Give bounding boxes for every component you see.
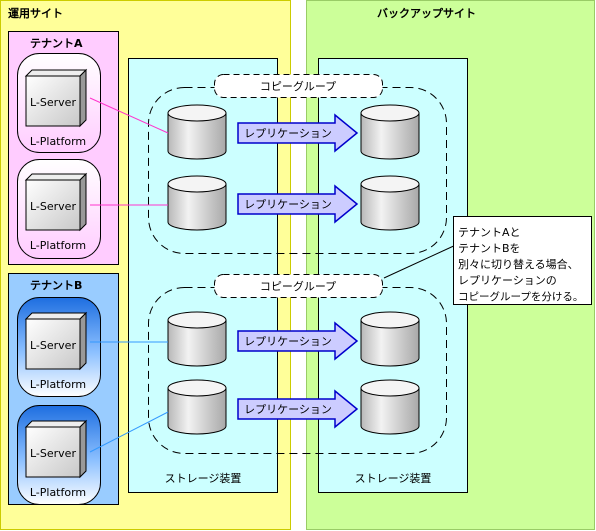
callout-line: テナントBを xyxy=(458,242,521,255)
server-cube-icon xyxy=(24,172,88,232)
server-cube-icon xyxy=(24,419,88,479)
callout-line: コピーグループを分ける。 xyxy=(458,290,583,303)
copy-group-2 xyxy=(148,287,447,454)
primary-site-title: 運用サイト xyxy=(8,7,63,20)
disk-icon xyxy=(167,379,227,435)
platform-label: L-Platform xyxy=(30,378,86,391)
callout-line: レプリケーションの xyxy=(458,274,557,287)
tenant-a-title: テナントA xyxy=(30,37,83,50)
copy-group-2-label-box xyxy=(214,274,383,298)
server-cube-icon xyxy=(24,68,88,128)
replication-arrow xyxy=(237,113,359,153)
replication-label: レプリケーション xyxy=(244,403,332,416)
server-cube-icon xyxy=(24,311,88,371)
disk-icon xyxy=(167,104,227,160)
replication-arrow xyxy=(237,389,359,429)
copy-group-1-label: コピーグループ xyxy=(260,79,336,93)
tenant-b-connection-line xyxy=(89,411,169,453)
replication-arrow xyxy=(237,184,359,224)
disk-icon xyxy=(167,311,227,367)
platform-label: L-Platform xyxy=(30,135,86,148)
disk-icon xyxy=(360,104,420,160)
server-label: L-Server xyxy=(30,96,76,109)
platform-label: L-Platform xyxy=(30,239,86,252)
callout-box xyxy=(453,216,592,305)
disk-icon xyxy=(360,379,420,435)
callout-line: テナントAと xyxy=(458,226,521,239)
platform-label: L-Platform xyxy=(30,486,86,499)
tenant-a-connection-line xyxy=(89,97,169,134)
copy-group-2-label: コピーグループ xyxy=(260,279,336,293)
primary-storage-label: ストレージ装置 xyxy=(165,472,242,485)
disk-icon xyxy=(167,175,227,231)
disk-icon xyxy=(360,175,420,231)
disk-icon xyxy=(360,311,420,367)
server-label: L-Server xyxy=(30,200,76,213)
replication-arrow xyxy=(237,321,359,361)
backup-site-title: バックアップサイト xyxy=(377,6,476,20)
backup-storage-label: ストレージ装置 xyxy=(355,472,432,485)
server-label: L-Server xyxy=(30,339,76,352)
replication-label: レプリケーション xyxy=(244,335,332,348)
callout-line: 別々に切り替える場合、 xyxy=(458,257,579,271)
copy-group-1 xyxy=(148,87,447,254)
replication-label: レプリケーション xyxy=(244,198,332,211)
copy-group-1-label-box xyxy=(214,74,383,98)
replication-label: レプリケーション xyxy=(244,127,332,140)
tenant-b-title: テナントB xyxy=(30,279,82,292)
server-label: L-Server xyxy=(30,447,76,460)
callout-leader-line xyxy=(383,243,459,279)
